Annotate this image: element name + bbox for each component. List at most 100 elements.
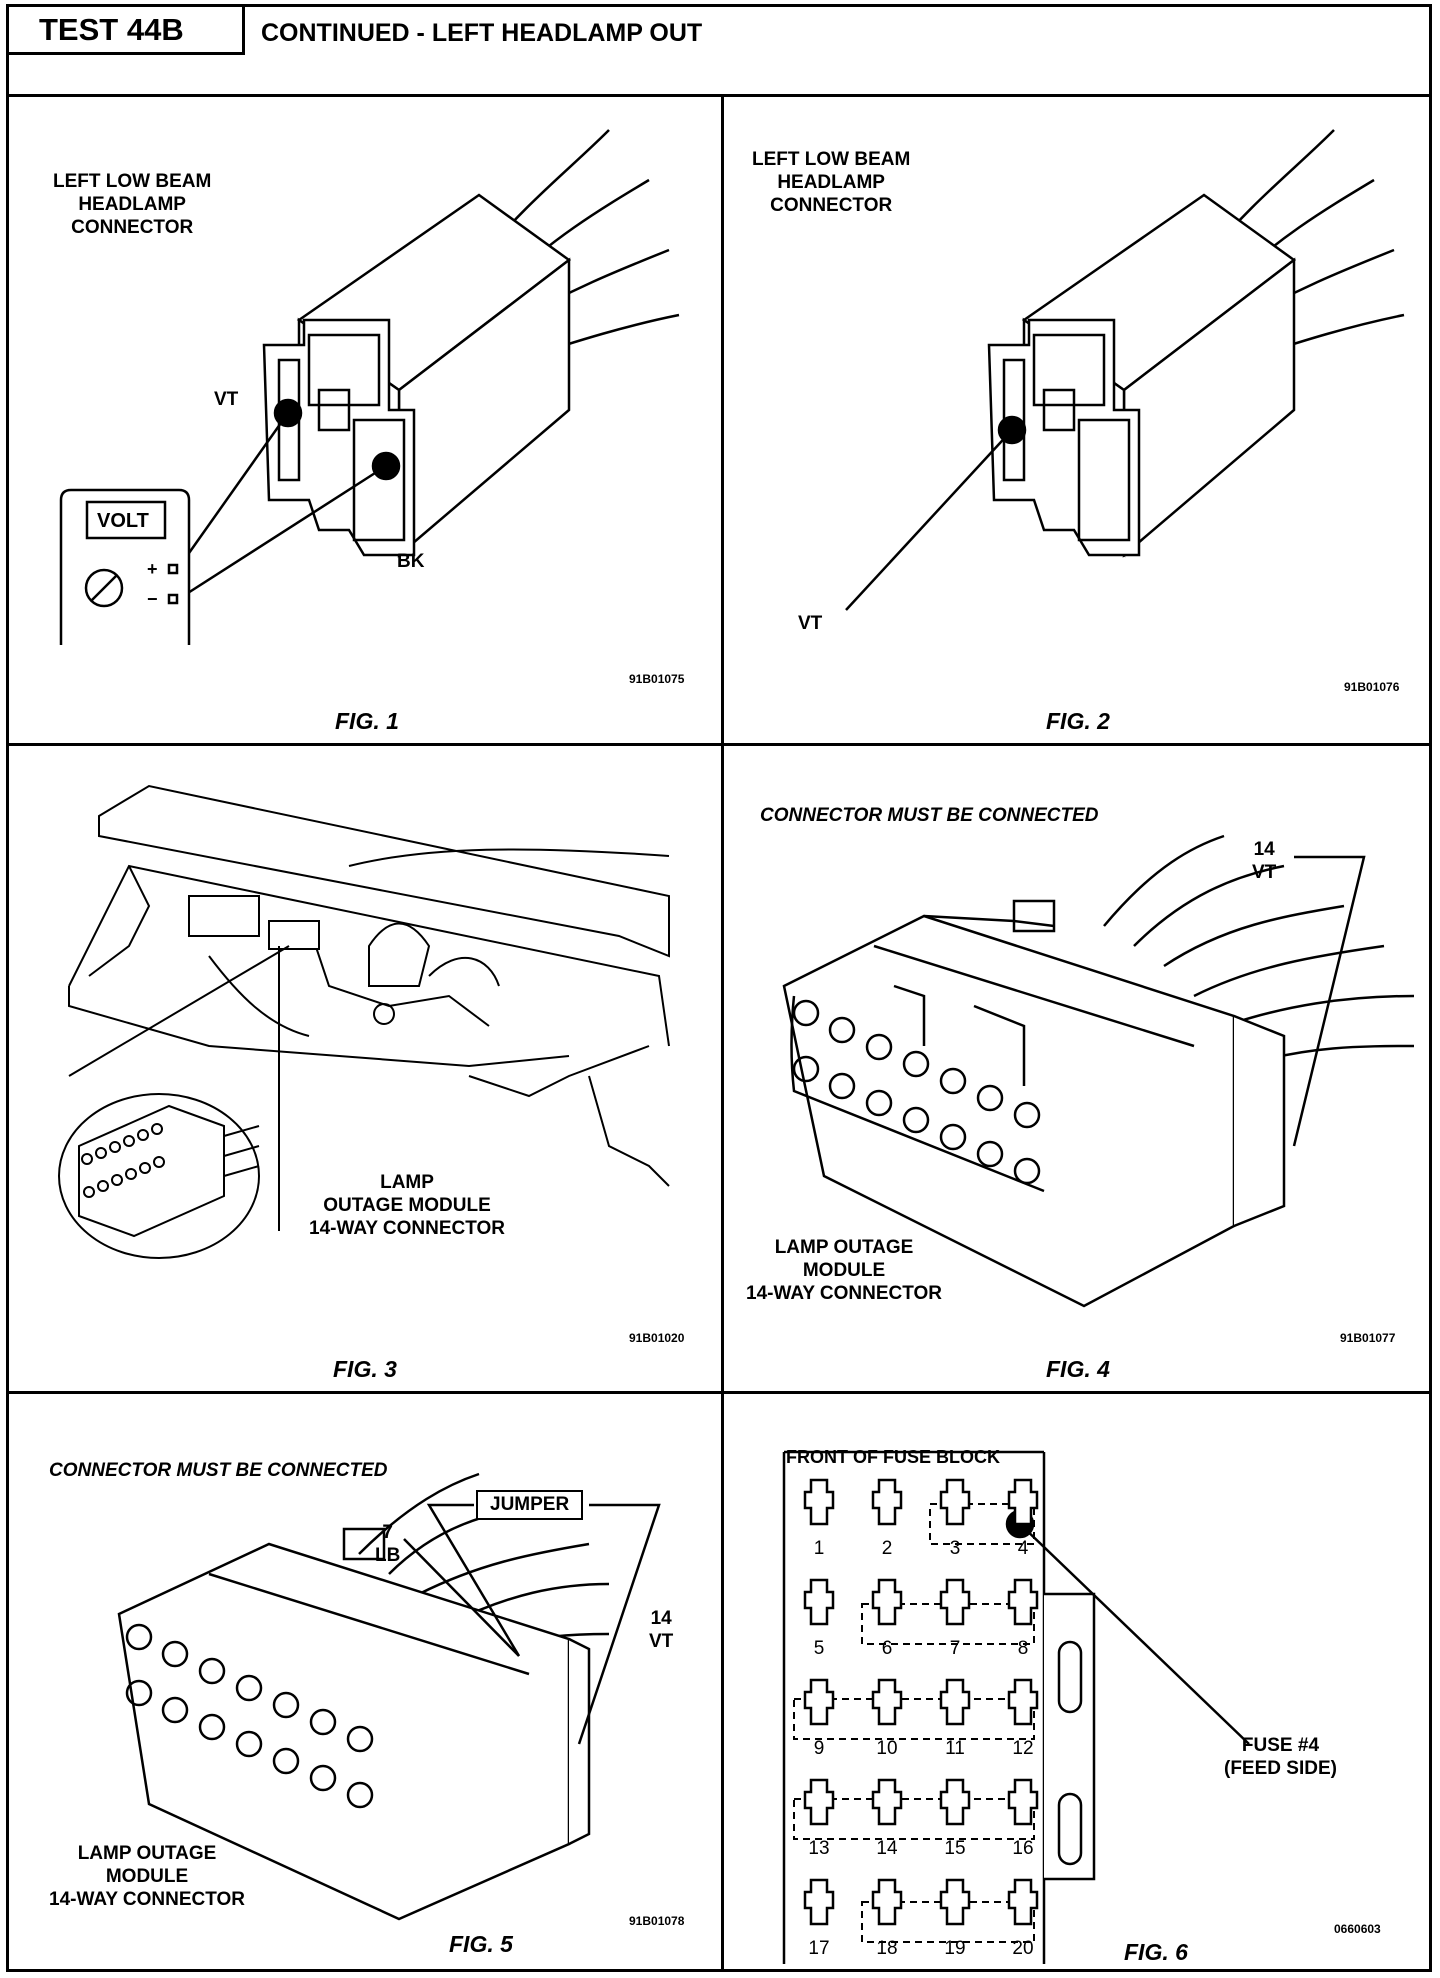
fuse-number: 19 (944, 1938, 966, 1959)
fuse-number: 18 (876, 1938, 898, 1959)
fuse-icon (871, 1578, 903, 1626)
page-title: CONTINUED - LEFT HEADLAMP OUT (261, 19, 703, 47)
fig3-connector-label: LAMP OUTAGE MODULE 14-WAY CONNECTOR (309, 1172, 506, 1239)
fuse-icon (939, 1578, 971, 1626)
fuse-19: 19 (925, 1872, 985, 1967)
fuse-icon (871, 1478, 903, 1526)
fuse-number: 20 (1012, 1938, 1034, 1959)
fuse-number: 8 (1017, 1638, 1029, 1659)
fig1-minus: − (147, 589, 158, 609)
fuse-number: 1 (813, 1538, 825, 1559)
fuse-number: 13 (808, 1838, 830, 1859)
figure-2-drawing (845, 129, 1405, 611)
fuse-15: 15 (925, 1772, 985, 1867)
fuse-13: 13 (789, 1772, 849, 1867)
fuse-icon (871, 1778, 903, 1826)
row-divider-2 (9, 1391, 1429, 1394)
fuse-12: 12 (993, 1672, 1053, 1767)
fuse-number: 5 (813, 1638, 825, 1659)
fig4-pins (792, 999, 1041, 1185)
fig6-code: 0660603 (1334, 1922, 1381, 1936)
figure-4-panel: CONNECTOR MUST BE CONNECTED 14 VT LAMP O… (724, 746, 1429, 1391)
fig5-note: CONNECTOR MUST BE CONNECTED (49, 1460, 388, 1481)
fuse-icon (939, 1778, 971, 1826)
fig1-volt-label: VOLT (97, 510, 149, 532)
fuse-number: 16 (1012, 1838, 1034, 1859)
fuse-14: 14 (857, 1772, 917, 1867)
figure-2-panel: LEFT LOW BEAM HEADLAMP CONNECTOR VT 91B0… (724, 100, 1429, 743)
fuse-number: 15 (944, 1838, 966, 1859)
figure-5-panel: CONNECTOR MUST BE CONNECTED JUMPER 7 LB … (9, 1394, 721, 1969)
fuse-icon (1007, 1578, 1039, 1626)
test-id: TEST 44B (9, 7, 245, 55)
column-divider (721, 97, 724, 1969)
fuse-icon (939, 1478, 971, 1526)
fig1-vt-label: VT (214, 389, 239, 410)
fig1-connector-label: LEFT LOW BEAM HEADLAMP CONNECTOR (53, 171, 212, 238)
fuse-icon (803, 1678, 835, 1726)
fuse-4: 4 (993, 1472, 1053, 1567)
figure-3-drawing (58, 784, 670, 1259)
fuse-10: 10 (857, 1672, 917, 1767)
header-bar: TEST 44B CONTINUED - LEFT HEADLAMP OUT (9, 7, 1429, 97)
page-frame: TEST 44B CONTINUED - LEFT HEADLAMP OUT (6, 4, 1432, 1972)
fuse-number: 17 (808, 1938, 830, 1959)
fig6-caption: FIG. 6 (1124, 1939, 1188, 1965)
fuse-icon (1007, 1878, 1039, 1926)
fuse-number: 9 (813, 1738, 825, 1759)
fuse-2: 2 (857, 1472, 917, 1567)
fuse-3: 3 (925, 1472, 985, 1567)
fuse-icon (871, 1878, 903, 1926)
fig4-caption: FIG. 4 (1046, 1356, 1110, 1382)
fig5-code: 91B01078 (629, 1914, 685, 1928)
fuse-number: 14 (876, 1838, 898, 1859)
fig1-code: 91B01075 (629, 672, 685, 686)
fuse-number: 4 (1017, 1538, 1029, 1559)
fig1-caption: FIG. 1 (335, 708, 399, 734)
fuse-18: 18 (857, 1872, 917, 1967)
fig2-code: 91B01076 (1344, 680, 1400, 694)
fuse-icon (1007, 1678, 1039, 1726)
figure-1-drawing (59, 129, 680, 645)
fuse-number: 7 (949, 1638, 961, 1659)
figure-5-drawing (117, 1472, 661, 1921)
fig6-fuse-label: FUSE #4 (FEED SIDE) (1224, 1735, 1337, 1779)
fig3-caption: FIG. 3 (333, 1356, 397, 1382)
fig4-pin14-label: 14 VT (1252, 839, 1277, 883)
fig5-caption: FIG. 5 (449, 1931, 513, 1957)
fig5-pins (125, 1623, 374, 1809)
fuse-17: 17 (789, 1872, 849, 1967)
fuse-number: 11 (945, 1738, 965, 1759)
fuse-5: 5 (789, 1572, 849, 1667)
figure-1-panel: LEFT LOW BEAM HEADLAMP CONNECTOR VT BK V… (9, 100, 721, 743)
fuse-7: 7 (925, 1572, 985, 1667)
fuse-icon (939, 1678, 971, 1726)
fuse-20: 20 (993, 1872, 1053, 1967)
fig5-pin14-label: 14 VT (649, 1608, 674, 1652)
fuse-icon (803, 1478, 835, 1526)
fig1-bk-label: BK (397, 551, 425, 572)
fuse-icon (803, 1878, 835, 1926)
figure-3-panel: LAMP OUTAGE MODULE 14-WAY CONNECTOR 91B0… (9, 746, 721, 1391)
fuse-8: 8 (993, 1572, 1053, 1667)
fig2-vt-label: VT (798, 613, 823, 634)
fuse-number: 10 (876, 1738, 898, 1759)
fuse-11: 11 (925, 1672, 985, 1767)
row-divider-1 (9, 743, 1429, 746)
fuse-number: 6 (881, 1638, 893, 1659)
fuse-16: 16 (993, 1772, 1053, 1867)
fig5-jumper-box: JUMPER (476, 1490, 584, 1520)
fuse-number: 3 (949, 1538, 961, 1559)
fig1-plus: + (147, 559, 158, 579)
fig5-pin7-label: 7 LB (375, 1522, 401, 1566)
fuse-icon (1007, 1778, 1039, 1826)
fuse-1: 1 (789, 1472, 849, 1567)
fig4-code: 91B01077 (1340, 1331, 1396, 1345)
fuse-icon (803, 1578, 835, 1626)
fig4-note: CONNECTOR MUST BE CONNECTED (760, 805, 1099, 826)
fuse-icon (871, 1678, 903, 1726)
fig4-connector-label: LAMP OUTAGE MODULE 14-WAY CONNECTOR (746, 1237, 943, 1304)
fuse-icon (803, 1778, 835, 1826)
